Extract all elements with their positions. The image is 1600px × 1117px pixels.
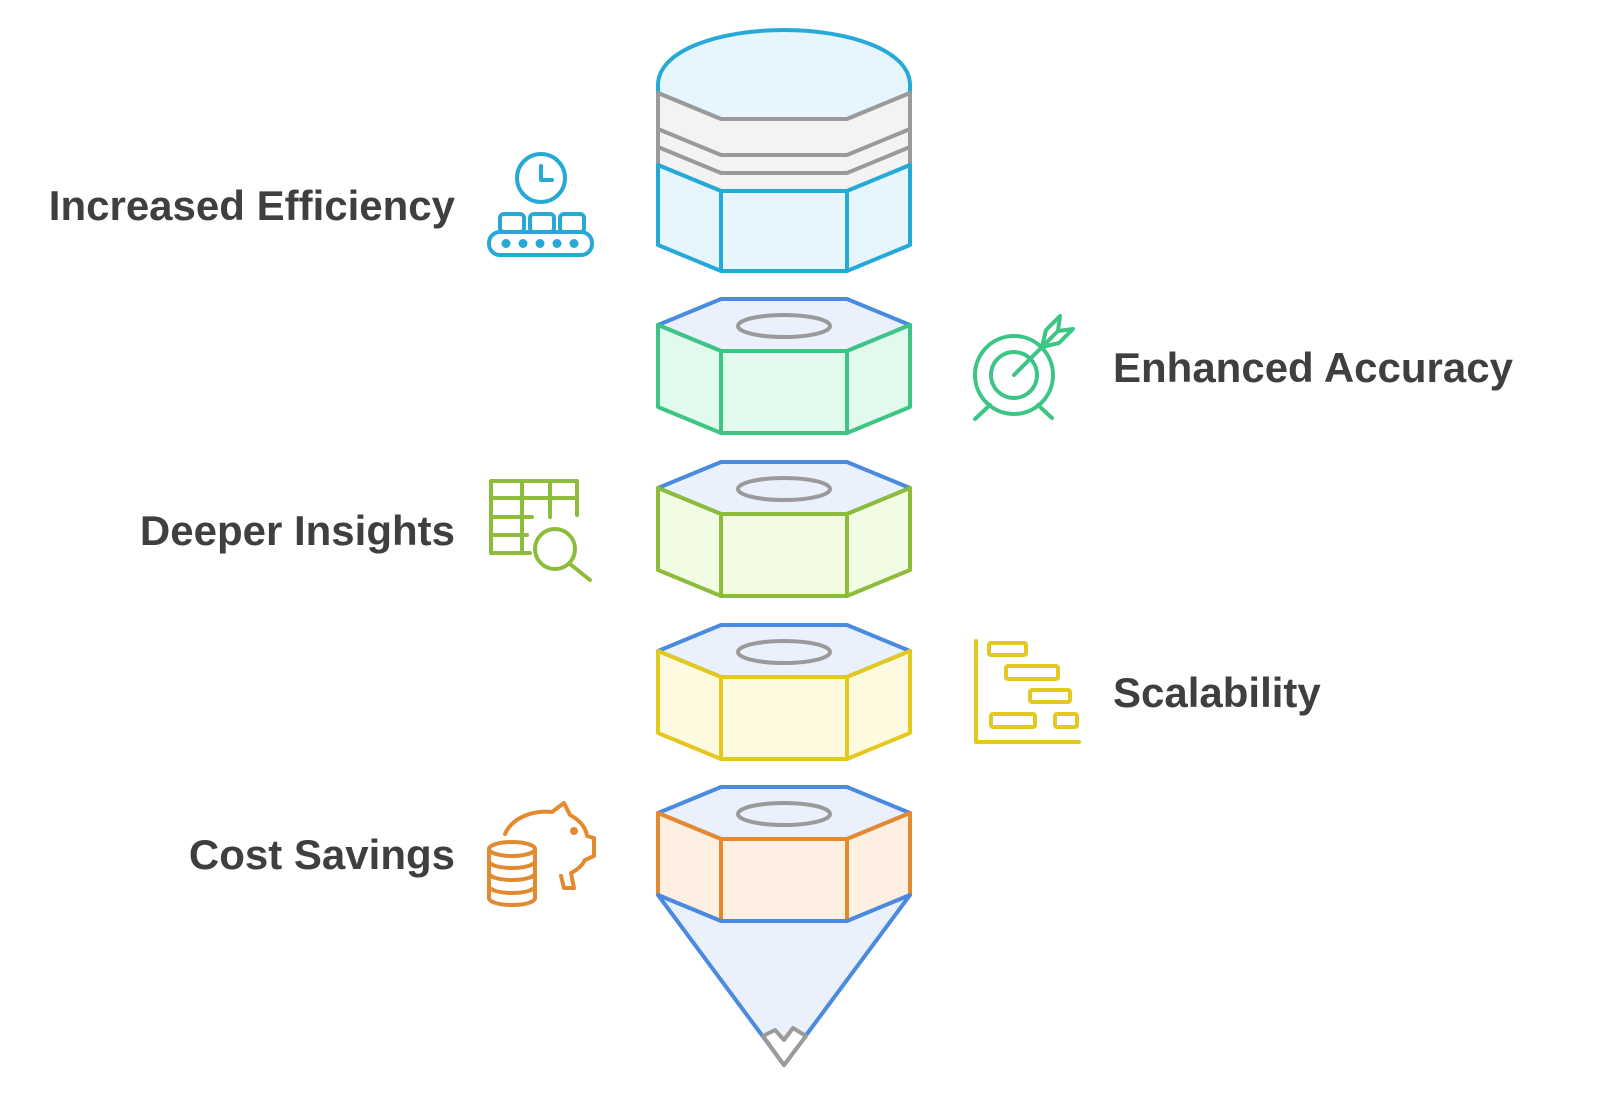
gantt-chart-icon xyxy=(974,639,1081,744)
segment-accuracy xyxy=(656,297,912,435)
segment-insights xyxy=(656,460,912,598)
graphite-point xyxy=(761,1026,808,1067)
conveyor-clock-icon xyxy=(487,152,594,257)
label-increased-efficiency: Increased Efficiency xyxy=(49,182,456,229)
label-scalability: Scalability xyxy=(1113,669,1321,716)
label-deeper-insights: Deeper Insights xyxy=(140,507,455,554)
segment-hole xyxy=(736,476,832,502)
ferrule-line xyxy=(657,127,911,157)
ferrule-line xyxy=(657,145,911,175)
segment-hole xyxy=(736,801,832,827)
table-search-icon xyxy=(489,479,592,582)
pencil-top-segment xyxy=(656,28,912,273)
target-arrow-icon xyxy=(973,314,1075,421)
piggy-bank-coins-icon xyxy=(487,801,596,907)
segment-savings xyxy=(656,785,912,923)
label-enhanced-accuracy: Enhanced Accuracy xyxy=(1113,344,1514,391)
segment-hole xyxy=(736,639,832,665)
pencil-tip xyxy=(656,893,912,1067)
eraser-cap xyxy=(656,28,912,121)
segment-hole xyxy=(736,313,832,339)
segment-scalability xyxy=(656,623,912,761)
label-cost-savings: Cost Savings xyxy=(189,831,455,878)
